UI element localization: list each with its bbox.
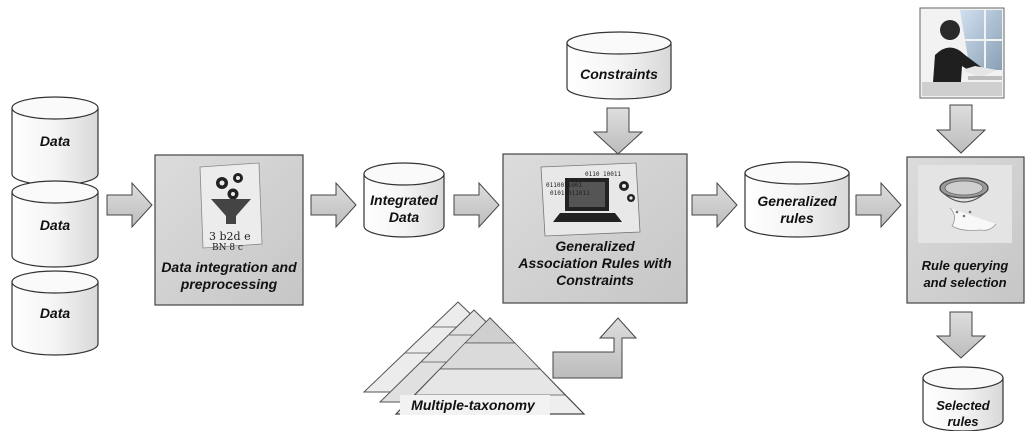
arrow-data-to-mining [453,181,500,229]
integrated-data-label-line2: Data [389,209,420,225]
rule-selection-label-line1: Rule querying [922,258,1009,273]
constraints-cylinder: Constraints [566,31,672,100]
data-source-3: Data [11,270,99,356]
person-at-laptop-icon [919,7,1005,99]
generalized-rules-cylinder: Generalized rules [744,161,850,238]
sieve-icon [918,165,1012,243]
taxonomy-pyramid-icon: Multiple-taxonomy [362,301,586,415]
arrow-constraints-to-mining [592,107,644,155]
funnel-gears-icon: 3 b2d e BN 8 c [199,162,263,253]
arrow-mining-to-rules [691,181,738,229]
constraints-label: Constraints [580,66,658,82]
data-source-label: Data [40,305,71,321]
rule-mining-box: 0110011001 01010011011 0110 10011 Genera… [502,153,688,304]
data-source-label: Data [40,217,71,233]
arrow-rules-to-selection [855,181,902,229]
selected-rules-cylinder: Selected rules [922,366,1004,431]
arrow-selection-to-selected [935,311,987,359]
computer-gears-icon: 0110011001 01010011011 0110 10011 [540,162,641,237]
binary-text-line3: 0110 10011 [585,171,622,178]
data-source-1: Data [11,96,99,186]
arrow-user-to-selection [935,104,987,154]
svg-text:3 b2d e: 3 b2d e [209,230,251,243]
data-integration-box: 3 b2d e BN 8 c Data integration and prep… [154,154,304,306]
data-source-label: Data [40,133,71,149]
data-integration-label-line2: preprocessing [180,276,278,292]
arrow-taxonomy-to-mining [552,317,638,379]
taxonomy-label: Multiple-taxonomy [411,397,536,413]
binary-text-line2: 01010011011 [550,190,590,197]
selected-rules-label-line1: Selected [936,398,991,413]
generalized-rules-label-line2: rules [780,210,814,226]
selected-rules-label-line2: rules [947,414,978,429]
rule-mining-label-line1: Generalized [555,238,635,254]
data-integration-label-line1: Data integration and [161,259,297,275]
rule-selection-label-line2: and selection [923,275,1006,290]
rule-mining-label-line2: Association Rules with [517,255,671,271]
data-source-2: Data [11,180,99,268]
svg-text:BN 8 c: BN 8 c [212,243,243,253]
integrated-data-cylinder: Integrated Data [363,162,445,238]
generalized-rules-label-line1: Generalized [757,193,837,209]
arrow-sources-to-integration [106,181,153,229]
binary-text-line1: 0110011001 [546,182,583,189]
arrow-integration-to-data [310,181,357,229]
rule-selection-box: Rule querying and selection [906,156,1025,304]
rule-mining-label-line3: Constraints [556,272,634,288]
integrated-data-label-line1: Integrated [370,192,438,208]
